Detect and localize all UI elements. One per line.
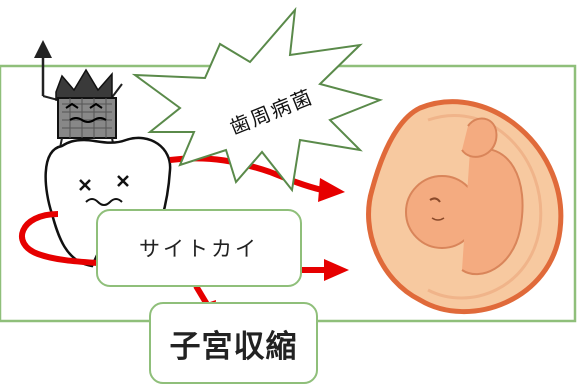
starburst [131, 6, 384, 193]
red-arrow-lower [19, 211, 349, 281]
fetus-in-womb-icon [366, 99, 564, 315]
cytokine-box: サイトカイ [96, 209, 302, 287]
cytokine-label: サイトカイ [139, 237, 259, 261]
germ-icon [34, 40, 123, 149]
red-arrow-upper [169, 155, 345, 202]
uterine-contraction-label: 子宮収縮 [169, 328, 298, 365]
uterine-contraction-box: 子宮収縮 [149, 302, 318, 384]
